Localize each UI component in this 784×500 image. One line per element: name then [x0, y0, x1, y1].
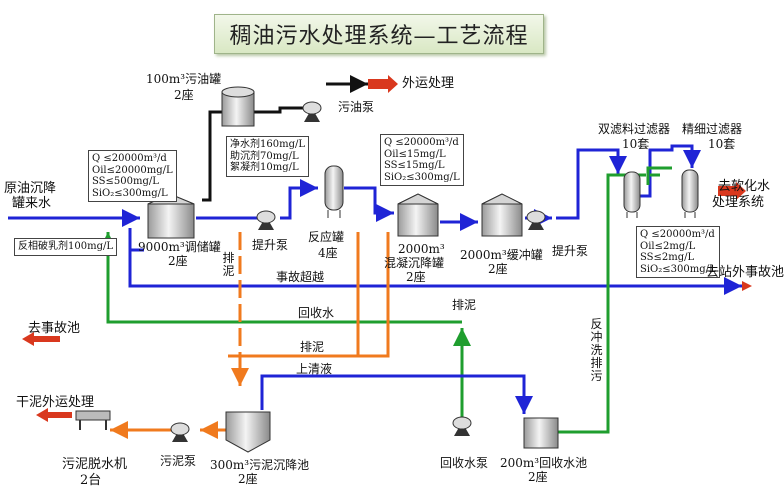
backwash-label: 反冲洗排污 [590, 317, 603, 383]
regulating-tank-label-2: 2座 [168, 254, 188, 268]
reactor-icon [324, 165, 344, 218]
inlet-spec-box: Q ≤20000m³/d Oil≤20000mg/L SS≤500mg/L Si… [88, 150, 177, 202]
supernatant-line [260, 374, 533, 414]
sludge-pool-icon [225, 411, 271, 453]
recycle-pool-label-1: 200m³回收水池 [500, 456, 588, 470]
fine-filter-icon [681, 169, 699, 218]
softening-label-2: 处理系统 [712, 195, 765, 210]
sludge-discharge-vertical-label: 排泥 [222, 251, 235, 278]
spec-line: SS≤2mg/L [640, 252, 695, 263]
spec-line: Oil≤20000mg/L [92, 164, 173, 176]
inlet-label-1: 原油沉降 [4, 181, 57, 196]
coag-tank-icon [397, 193, 439, 237]
coag-tank-label-3: 2座 [406, 270, 426, 284]
softening-label-1: 去软化水 [718, 179, 771, 194]
coag-tank-label-2: 混凝沉降罐 [384, 256, 445, 270]
buffer-tank-label-1: 2000m³缓冲罐 [460, 248, 543, 262]
to-accident-pool-label: 去事故池 [28, 321, 81, 336]
export-arrows [22, 75, 752, 422]
coag-tank-label-1: 2000m³ [398, 242, 445, 256]
recycle-pool-label-2: 2座 [528, 470, 548, 484]
dewatering-machine-icon [75, 410, 111, 430]
sludge-pump-icon [170, 422, 190, 442]
fine-filter-label-1: 精细过滤器 [682, 122, 743, 136]
demulsifier-box: 反相破乳剂100mg/L [14, 238, 117, 256]
spec-line: SiO₂≤300mg/L [384, 171, 460, 183]
oil-tank-label-1: 100m³污油罐 [146, 72, 222, 86]
diagram-title: 稠油污水处理系统—工艺流程 [214, 14, 544, 54]
sludge-discharge-label-3: 排泥 [300, 340, 325, 354]
spec-line: 絮凝剂10mg/L [230, 162, 299, 173]
dosing-spec-box: 净水剂160mg/L 助沉剂70mg/L 絮凝剂10mg/L [226, 136, 309, 177]
sludge-pump-label: 污泥泵 [160, 454, 197, 468]
to-station-accident-pool-label: 去站外事故池 [706, 265, 784, 280]
spec-line: SS≤15mg/L [384, 160, 445, 171]
spec-line: Q ≤20000m³/d [384, 137, 459, 148]
accident-bypass-label: 事故超越 [276, 270, 325, 284]
reactor-label-2: 4座 [318, 246, 338, 260]
supernatant-label: 上清液 [296, 362, 333, 376]
oil-line [202, 75, 368, 202]
dual-filter-label-1: 双滤料过滤器 [598, 122, 671, 136]
sludge-pool-label-1: 300m³污泥沉降池 [210, 458, 310, 472]
inlet-label-2: 罐来水 [12, 196, 52, 211]
oil-tank-icon [221, 86, 255, 127]
spec-line: 净水剂160mg/L [230, 139, 305, 150]
buffer-tank-label-2: 2座 [488, 262, 508, 276]
lift-pump-2-label: 提升泵 [552, 244, 589, 258]
regulating-tank-label-1: 9000m³调储罐 [138, 240, 221, 254]
spec-line: SiO₂≤300mg/L [640, 263, 716, 275]
oil-pump-label: 污油泵 [338, 100, 375, 114]
recycle-pool-icon [523, 417, 559, 449]
spec-line: 助沉剂70mg/L [230, 150, 299, 162]
fine-filter-label-2: 10套 [708, 137, 736, 151]
spec-line: Oil≤15mg/L [384, 148, 446, 160]
spec-line: Oil≤2mg/L [640, 240, 696, 252]
lift-pump-1-icon [256, 210, 276, 230]
spec-line: Q ≤20000m³/d [92, 153, 167, 164]
reactor-label-1: 反应罐 [308, 230, 345, 244]
dual-filter-icon [623, 171, 641, 218]
dual-filter-label-2: 10套 [622, 137, 650, 151]
demulsifier-label: 反相破乳剂100mg/L [18, 241, 113, 252]
lift-pump-1-label: 提升泵 [252, 238, 289, 252]
dewatering-label-1: 污泥脱水机 [62, 457, 128, 472]
dewatering-label-2: 2台 [80, 473, 102, 488]
sludge-line [110, 232, 390, 439]
buffer-tank-icon [481, 193, 523, 237]
final-spec-box: Q ≤20000m³/d Oil≤2mg/L SS≤2mg/L SiO₂≤300… [636, 226, 720, 278]
spec-line: SS≤500mg/L [92, 176, 159, 187]
oil-tank-label-2: 2座 [174, 88, 194, 102]
dry-sludge-label: 干泥外运处理 [16, 395, 95, 410]
recycle-water-label: 回收水 [298, 306, 335, 320]
lift-pump-2-icon [526, 210, 546, 230]
recycle-pump-icon [452, 416, 472, 436]
spec-line: Q ≤20000m³/d [640, 229, 715, 240]
oil-export-label: 外运处理 [402, 76, 455, 91]
coag-spec-box: Q ≤20000m³/d Oil≤15mg/L SS≤15mg/L SiO₂≤3… [380, 134, 464, 186]
sludge-discharge-label-2: 排泥 [452, 298, 477, 312]
recycle-pump-label: 回收水泵 [440, 456, 489, 470]
oil-pump-icon [302, 101, 322, 122]
spec-line: SiO₂≤300mg/L [92, 187, 168, 199]
sludge-pool-label-2: 2座 [238, 472, 258, 486]
